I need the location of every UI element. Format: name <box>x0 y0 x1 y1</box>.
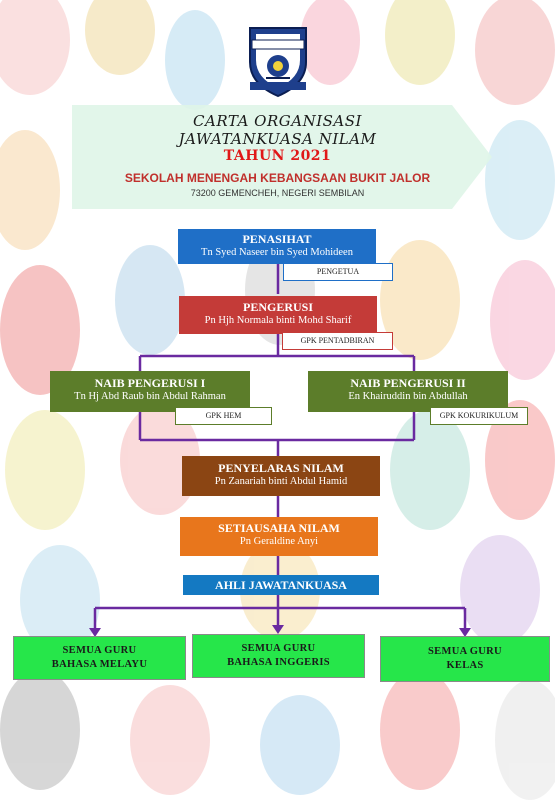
setiausaha-box: SETIAUSAHA NILAM Pn Geraldine Anyi <box>180 517 378 556</box>
member-3-line1: SEMUA GURU <box>428 646 502 657</box>
penyelaras-name: Pn Zanariah binti Abdul Hamid <box>214 476 348 487</box>
penasihat-title: PENASIHAT <box>242 232 312 246</box>
member-1-line1: SEMUA GURU <box>62 645 137 656</box>
chart-title-line2: JAWATANKUASA NILAM <box>178 130 377 148</box>
naib-1-tag: GPK HEM <box>175 407 272 425</box>
penasihat-name: Tn Syed Naseer bin Syed Mohideen <box>201 247 353 258</box>
chart-year: TAHUN 2021 <box>223 148 332 164</box>
penasihat-tag: PENGETUA <box>283 263 393 281</box>
penasihat-box: PENASIHAT Tn Syed Naseer bin Syed Mohide… <box>178 229 376 264</box>
pengerusi-tag: GPK PENTADBIRAN <box>282 332 393 350</box>
naib-1-title: NAIB PENGERUSI I <box>94 376 206 390</box>
header-banner <box>72 105 492 209</box>
member-1-line2: BAHASA MELAYU <box>51 659 148 670</box>
pengerusi-box: PENGERUSI Pn Hjh Normala binti Mohd Shar… <box>179 296 377 334</box>
naib-2-tag: GPK KOKURIKULUM <box>430 407 528 425</box>
pengerusi-name: Pn Hjh Normala binti Mohd Sharif <box>204 315 352 326</box>
member-2-line1: SEMUA GURU <box>241 643 316 654</box>
ahli-box: AHLI JAWATANKUASA <box>183 575 379 595</box>
naib-1-name: Tn Hj Abd Raub bin Abdul Rahman <box>74 391 226 402</box>
pengerusi-title: PENGERUSI <box>242 300 313 314</box>
naib-2-title: NAIB PENGERUSI II <box>350 376 466 390</box>
penyelaras-title: PENYELARAS NILAM <box>218 461 344 475</box>
member-2-line2: BAHASA INGGERIS <box>227 657 330 668</box>
member-3-line2: KELAS <box>446 660 484 671</box>
naib-pengerusi-1-box: NAIB PENGERUSI I Tn Hj Abd Raub bin Abdu… <box>50 371 250 412</box>
naib-pengerusi-2-box: NAIB PENGERUSI II En Khairuddin bin Abdu… <box>308 371 508 412</box>
member-box-kelas: SEMUA GURU KELAS <box>380 636 550 682</box>
naib-2-name: En Khairuddin bin Abdullah <box>348 391 468 402</box>
school-name: SEKOLAH MENENGAH KEBANGSAAN BUKIT JALOR <box>124 171 431 185</box>
member-box-bahasa-inggeris: SEMUA GURU BAHASA INGGERIS <box>192 634 365 678</box>
setiausaha-title: SETIAUSAHA NILAM <box>218 521 340 535</box>
school-address: 73200 GEMENCHEH, NEGERI SEMBILAN <box>190 188 365 198</box>
school-logo <box>249 27 307 98</box>
chart-title-line1: CARTA ORGANISASI <box>193 112 362 130</box>
ahli-title: AHLI JAWATANKUASA <box>215 578 347 592</box>
member-box-bahasa-melayu: SEMUA GURU BAHASA MELAYU <box>13 636 186 680</box>
penyelaras-box: PENYELARAS NILAM Pn Zanariah binti Abdul… <box>182 456 380 496</box>
setiausaha-name: Pn Geraldine Anyi <box>239 536 319 547</box>
